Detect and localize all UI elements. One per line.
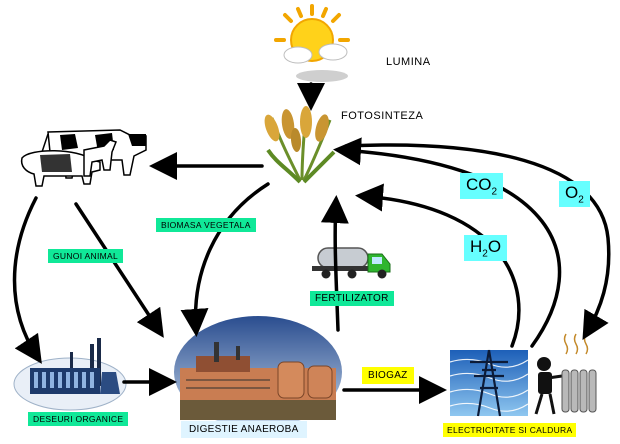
fertilizer-truck-icon	[312, 247, 391, 279]
arrow-o2-cycle	[344, 143, 611, 341]
label-o2: O2	[559, 181, 590, 208]
electricity-tower-icon	[449, 349, 529, 417]
farm-animals-icon	[20, 129, 147, 187]
label-biomasa-vegetala: BIOMASA VEGETALA	[156, 218, 256, 232]
label-lumina: LUMINA	[386, 56, 431, 68]
sun-icon	[274, 4, 350, 82]
anaerobic-digester-photo	[174, 316, 342, 428]
label-h2o: H2O	[464, 235, 508, 262]
label-electricitate-si-caldura: ELECTRICITATE SI CALDURA	[443, 423, 577, 437]
label-fertilizator: FERTILIZATOR	[310, 291, 394, 306]
label-gunoi-animal: GUNOI ANIMAL	[48, 249, 124, 263]
label-fotosinteza: FOTOSINTEZA	[341, 110, 424, 122]
arrow-animals-to-digester	[74, 202, 164, 338]
power-plant-icon	[13, 338, 127, 411]
arrow-co2-to-plant	[333, 137, 562, 348]
label-biogaz: BIOGAZ	[362, 367, 414, 384]
wheat-plant-icon	[264, 106, 336, 184]
label-co2: CO2	[460, 173, 504, 200]
label-digestie-anaeroba: DIGESTIE ANAEROBA	[181, 421, 307, 438]
arrow-animals-to-waste	[12, 196, 42, 364]
heater-person-icon	[534, 333, 597, 415]
arrow-plant-to-digester	[180, 182, 270, 337]
arrow-digester-fertilizer-to-plant	[320, 195, 349, 332]
label-deseuri-organice: DESEURI ORGANICE	[28, 412, 129, 426]
